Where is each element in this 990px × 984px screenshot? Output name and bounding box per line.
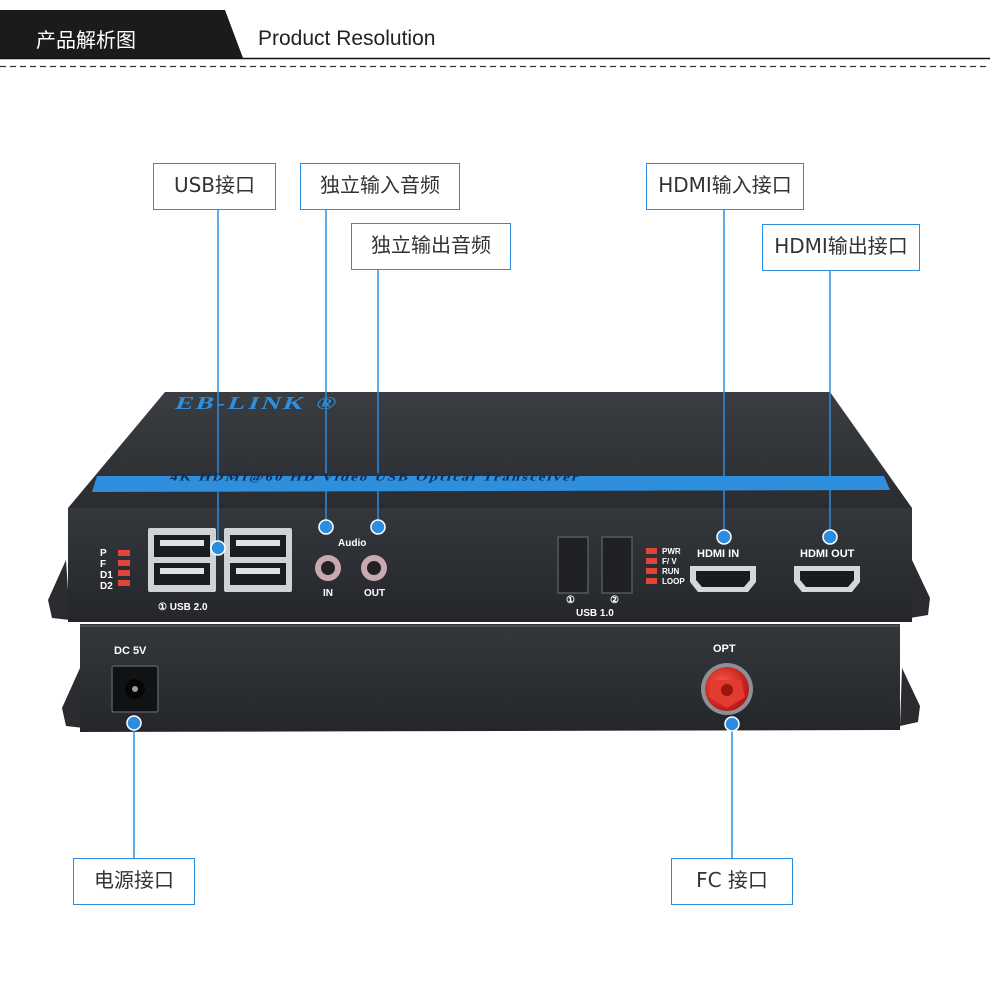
led-label-fv: F/ V bbox=[662, 557, 677, 566]
model-strip-text: 4K HDMI@60 HD Video USB Optical Transcei… bbox=[168, 472, 583, 484]
leader-dots bbox=[126, 519, 838, 732]
hdmi-in-label: HDMI IN bbox=[697, 548, 740, 560]
bottom-unit-front bbox=[80, 624, 900, 732]
opt-label: OPT bbox=[713, 643, 736, 655]
right-ear-top bbox=[910, 560, 930, 618]
led-label-f: F bbox=[100, 559, 107, 570]
fc-connector bbox=[701, 663, 753, 715]
model-strip bbox=[92, 476, 890, 492]
callout-hdmi-out: HDMI输出接口 bbox=[762, 224, 920, 271]
callout-usb: USB接口 bbox=[153, 163, 276, 210]
usb1-num-1: ① bbox=[566, 595, 575, 606]
dc-jack bbox=[111, 665, 159, 713]
header-tab-label: 产品解析图 bbox=[36, 28, 136, 52]
left-leds bbox=[118, 550, 130, 586]
callout-power: 电源接口 bbox=[73, 858, 195, 905]
callout-audio-out: 独立输出音频 bbox=[351, 223, 511, 270]
led-label-pwr: PWR bbox=[662, 547, 681, 556]
led-label-d2: D2 bbox=[100, 581, 113, 592]
led-label-loop: LOOP bbox=[662, 577, 685, 586]
usb2-ports bbox=[148, 528, 292, 592]
left-ear-bottom bbox=[62, 668, 84, 728]
audio-in-label: IN bbox=[323, 588, 333, 599]
audio-out-label: OUT bbox=[364, 588, 386, 599]
callout-audio-in: 独立输入音频 bbox=[300, 163, 460, 210]
hdmi-ports bbox=[690, 566, 860, 592]
usb1-num-2: ② bbox=[610, 595, 619, 606]
page-title: Product Resolution bbox=[258, 27, 436, 50]
audio-jacks bbox=[315, 555, 387, 581]
audio-label: Audio bbox=[338, 538, 367, 549]
callout-hdmi-in: HDMI输入接口 bbox=[646, 163, 804, 210]
right-leds bbox=[646, 548, 657, 584]
led-label-p: P bbox=[100, 548, 107, 559]
led-label-run: RUN bbox=[662, 567, 680, 576]
right-ear-bottom bbox=[900, 668, 920, 726]
leader-lines bbox=[133, 210, 831, 858]
usb2-label: ① USB 2.0 bbox=[158, 602, 208, 613]
usb1-label: USB 1.0 bbox=[576, 608, 614, 619]
led-label-d1: D1 bbox=[100, 570, 113, 581]
usb1-ports bbox=[557, 536, 633, 594]
header-tab-shape bbox=[0, 10, 990, 68]
callout-fc: FC 接口 bbox=[671, 858, 793, 905]
left-ear-top bbox=[48, 560, 70, 620]
dc-label: DC 5V bbox=[114, 645, 147, 657]
hdmi-out-label: HDMI OUT bbox=[800, 548, 855, 560]
brand-logo: EB-LINK ® bbox=[172, 393, 343, 414]
